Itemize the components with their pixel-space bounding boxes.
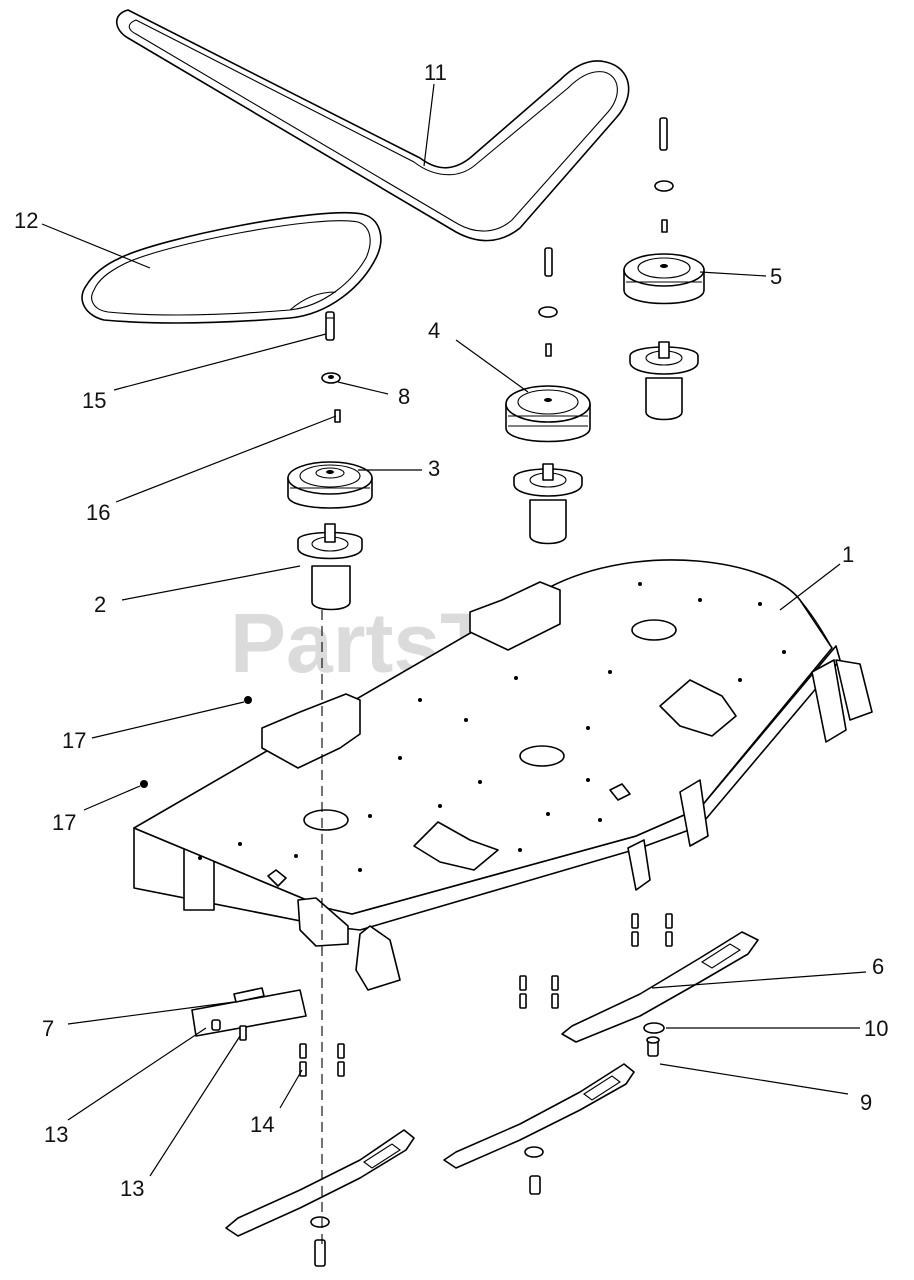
washer-10 (643, 1022, 665, 1034)
washer-middle-blade (524, 1146, 544, 1158)
bolt-upper-right (659, 117, 668, 151)
bolt-15 (325, 311, 335, 341)
key-upper-mid (545, 343, 552, 357)
mower-deck-1 (133, 559, 873, 991)
callout-5: 5 (770, 264, 782, 289)
bolts-upper-right (519, 913, 673, 1009)
callout-6: 6 (872, 954, 884, 979)
pin-13 (211, 1019, 221, 1031)
belt-11 (115, 9, 630, 242)
nut-17-upper (244, 696, 252, 704)
deck-holes (198, 582, 786, 872)
key-upper-right (661, 219, 668, 233)
bolt-middle-blade (529, 1175, 541, 1195)
callout-2: 2 (94, 592, 106, 617)
callout-15: 15 (82, 388, 106, 413)
spindle-right (629, 341, 699, 421)
blade-left (225, 1129, 415, 1237)
blade-middle (443, 1063, 635, 1169)
callout-1: 1 (842, 542, 854, 567)
nut-17-lower (140, 780, 148, 788)
callout-8: 8 (398, 384, 410, 409)
callout-13-upper: 13 (44, 1122, 68, 1147)
callout-17-upper: 17 (62, 728, 86, 753)
callout-labels: 1 2 3 4 5 6 7 8 9 10 11 12 13 13 14 15 1… (14, 60, 888, 1201)
bolt-9 (646, 1036, 660, 1057)
callout-11: 11 (424, 60, 447, 85)
pulley-3 (287, 461, 373, 509)
pulley-5 (623, 253, 705, 305)
bolt-upper-mid (544, 247, 553, 277)
callout-17-lower: 17 (52, 810, 76, 835)
callout-9: 9 (860, 1090, 872, 1115)
callout-7: 7 (42, 1016, 54, 1041)
washer-upper-mid (538, 306, 558, 318)
callout-12: 12 (14, 208, 38, 233)
washer-upper-right (654, 180, 674, 192)
spindle-middle (513, 463, 583, 545)
bolt-13 (239, 1025, 247, 1041)
callout-13-lower: 13 (120, 1176, 144, 1201)
callout-14: 14 (250, 1112, 274, 1137)
bolts-14 (299, 1043, 345, 1077)
bolt-left-blade (314, 1239, 326, 1267)
spindle-2 (297, 523, 363, 611)
pulley-4 (505, 385, 591, 443)
belt-12 (81, 211, 382, 324)
callout-4: 4 (428, 318, 440, 343)
callout-10: 10 (864, 1016, 888, 1041)
leader-lines (41, 83, 867, 1177)
baffle-7 (191, 987, 307, 1037)
callout-16: 16 (86, 500, 110, 525)
washer-left-blade (310, 1216, 330, 1228)
callout-3: 3 (428, 456, 440, 481)
